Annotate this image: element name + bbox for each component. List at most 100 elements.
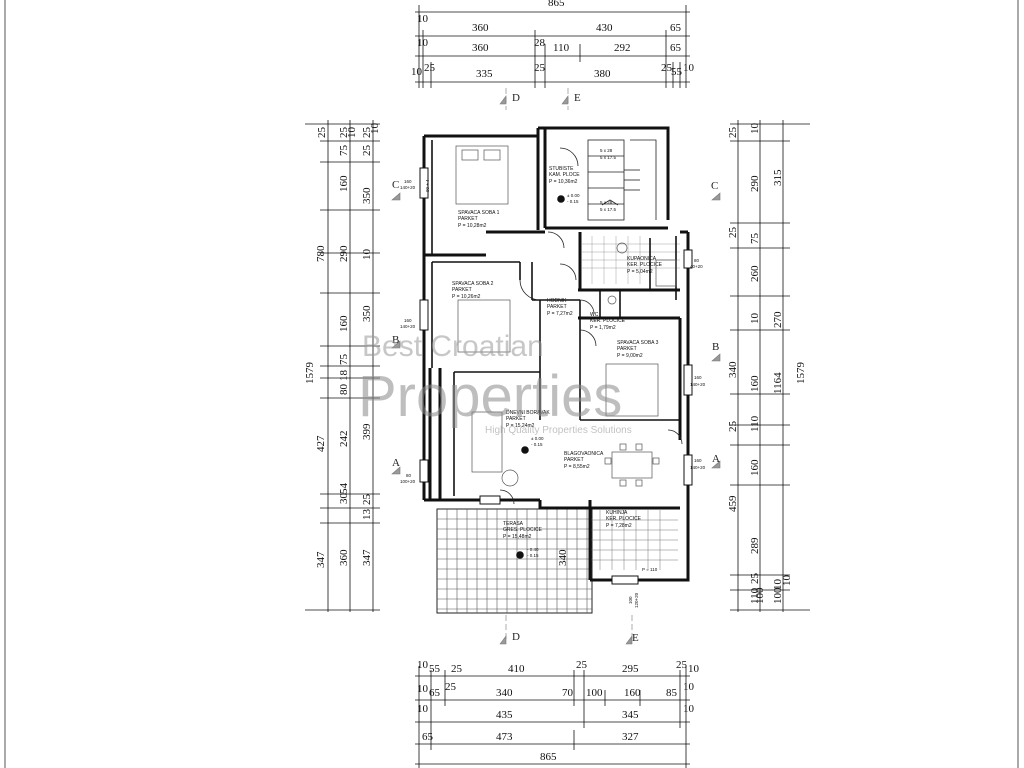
dim-right-i0: 25 [727,127,739,139]
dim-left-i8: 75 [338,354,350,366]
open-a-right-1: 160 [694,458,702,463]
dim-t4-h: 10 [683,62,695,74]
opening-labels: 160 140+20 90 + 4 160 140+20 80 100+20 8… [400,179,706,608]
dim-right-i16: 10 [772,579,784,591]
bathroom-tiles [582,236,680,284]
section-d-bottom: D [512,631,520,643]
dim-b3-b: 435 [496,709,513,721]
room-bath-name: KUPAONICA [627,256,657,262]
section-c-right: C [711,180,718,192]
floor-plan [419,126,693,614]
dim-t3-e: 292 [614,42,631,54]
terrace-tiles [436,508,593,614]
bottom-dimension-labels: 10 55 25 410 25 295 25 10 10 65 25 340 7… [417,659,700,763]
dim-b2-i: 10 [683,681,695,693]
dim-right-i14: 289 [749,537,761,554]
room-dining-area: P = 8,55m2 [564,464,590,470]
bathtub [655,259,677,287]
dim-t2-b: 360 [472,22,489,34]
dim-right-total: 1579 [795,362,807,385]
dim-left-780: 780 [315,245,327,262]
room-stair-area: P = 10,36m2 [549,179,578,185]
dim-right-i19: 100 [754,587,766,604]
dim-left-i10: 80 [338,384,350,396]
dim-t4-f: 25 [661,62,673,74]
dim-right-i13: 459 [727,495,739,512]
dim-b2-e: 70 [562,687,574,699]
open-b-right-2: 140+20 [690,382,706,387]
section-b-right: B [712,341,719,353]
dining-table [611,451,653,479]
level-terrace-1: - 0.40 [527,547,539,552]
dim-t4-b: 25 [424,62,436,74]
open-c-left-1: 160 [404,179,412,184]
dim-left-i17: 360 [338,549,350,566]
dim-t3-f: 65 [670,42,682,54]
level-stair-1: ± 0.00 [567,193,580,198]
room-kitchen-name: KUHINJA [606,510,628,516]
dim-b4-c: 327 [622,731,639,743]
dim-right-i4: 75 [749,233,761,245]
section-e-bottom: E [632,632,639,644]
room-hall-area: P = 7,27m2 [547,311,573,317]
section-a-left: A [392,457,400,469]
open-c-left-3: 90 + 4 [425,179,430,192]
dim-left-total: 1579 [304,362,316,385]
dim-left-i1: 75 [338,145,350,157]
dim-t2-a: 10 [417,13,429,25]
dim-left-i6: 350 [361,305,373,322]
dim-b2-h: 85 [666,687,678,699]
room-bedroom2-area: P = 10,26m2 [452,294,481,300]
dim-t3-d: 110 [553,42,570,54]
dim-b1-g: 25 [676,659,688,671]
room-wc-floor: KER. PLOCICE [590,318,626,324]
level-stair-2: - 0.15 [567,199,579,204]
bottom-dimension-chains [415,666,690,768]
room-stair-name: STUBISTE [549,166,574,172]
dim-right-i2: 290 [749,175,761,192]
room-living-name: DNEVNI BORAVAK [506,410,550,416]
watermark: Best Croatian Properties High Quality Pr… [358,330,632,436]
open-c-right-2: 40+20 [690,264,703,269]
top-dimension-chains [415,5,690,88]
dim-left-i9: 18 [338,370,350,382]
room-hall-floor: PARKET [547,304,567,310]
dim-right-i3: 25 [727,227,739,239]
dim-left-i14: 54 [338,483,350,495]
dim-left-s4: 10 [369,123,381,135]
stair [587,139,657,221]
level-living-1: ± 0.00 [531,436,544,441]
dim-left-i18: 347 [361,549,373,566]
stair-note-2: 5 x 17.5 [600,155,617,160]
dim-t3-a: 10 [417,37,429,49]
dim-b1-c: 25 [451,663,463,675]
dim-b2-f: 100 [586,687,603,699]
room-bedroom3-floor: PARKET [617,346,637,352]
section-d-top: D [512,92,520,104]
inner-walls [431,140,680,496]
room-wc-name: WC [590,312,599,318]
section-c-left: C [392,179,399,191]
dim-left-s3: 25 [361,145,373,157]
level-terrace-2: - 0.15 [527,553,539,558]
room-bedroom2-name: SPAVACA SOBA 2 [452,281,494,287]
section-a-right: A [712,453,720,465]
open-kitchen-2: 120+20 [634,592,639,608]
room-bedroom3-area: P = 9,00m2 [617,353,643,359]
dim-left-i12: 242 [338,431,350,448]
dim-b1-b: 55 [429,663,441,675]
level-living-2: - 0.15 [531,442,543,447]
dim-b4-b: 473 [496,731,513,743]
dim-b2-b: 65 [429,687,441,699]
dim-t3-b: 360 [472,42,489,54]
watermark-line1: Best Croatian [362,330,544,363]
dim-b3-a: 10 [417,703,429,715]
furniture [455,145,677,487]
stair-note-3: 5 x 28 [600,200,613,205]
dim-b2-c: 25 [445,681,457,693]
right-dimension-chains [730,120,810,612]
dim-b1-e: 25 [576,659,588,671]
dim-left-347: 347 [315,551,327,568]
left-dimension-chains [305,120,380,612]
